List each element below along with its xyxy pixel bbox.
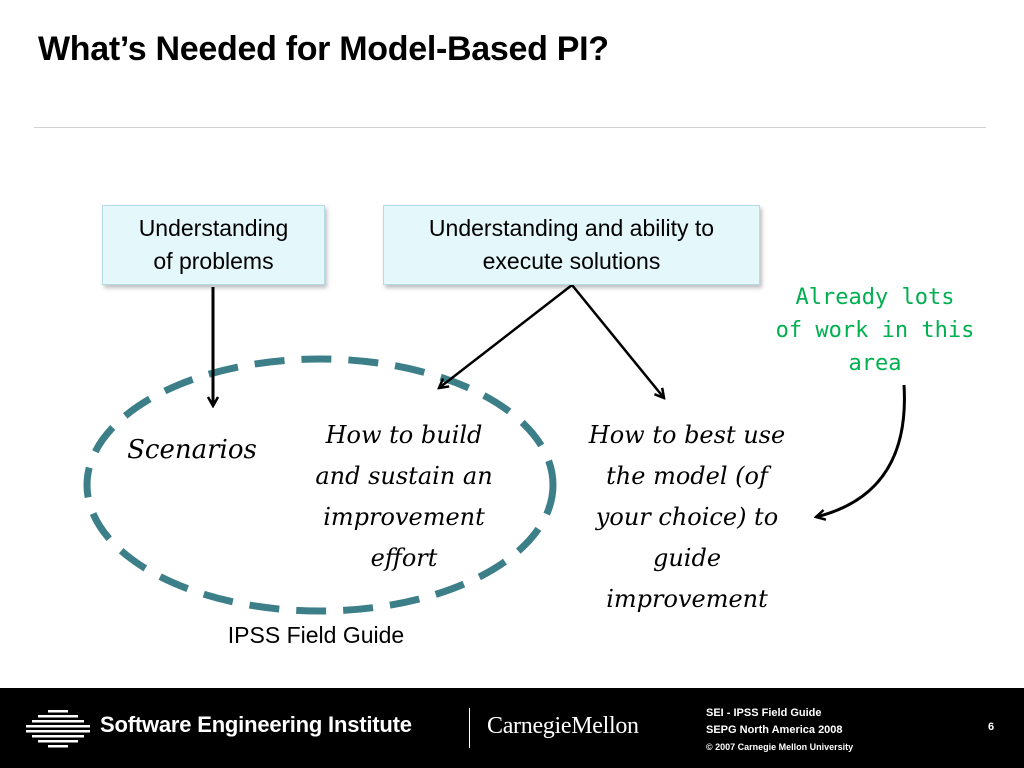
- slide-title: What’s Needed for Model-Based PI?: [38, 30, 609, 68]
- footer-bar: Software Engineering Institute CarnegieM…: [0, 688, 1024, 768]
- best-use-line4: guide: [652, 544, 722, 572]
- already-note-line3: area: [848, 351, 902, 376]
- already-note-line1: Already lots: [795, 285, 955, 310]
- box-problems-line1: Understanding: [138, 215, 289, 241]
- best-use-model-text: How to best use the model (of your choic…: [567, 415, 807, 620]
- ipss-field-guide-caption: IPSS Field Guide: [227, 622, 405, 648]
- already-lots-of-work-note: Already lots of work in this area: [770, 281, 980, 380]
- title-divider: [34, 127, 986, 128]
- best-use-line5: improvement: [606, 585, 768, 613]
- build-sustain-text: How to build and sustain an improvement …: [282, 415, 526, 579]
- sei-logo-icon: [26, 710, 90, 748]
- understanding-problems-box: Understanding of problems: [102, 205, 325, 285]
- already-note-line2: of work in this: [775, 318, 975, 343]
- ipss-field-guide-ellipse: [83, 355, 557, 615]
- best-use-line3: your choice) to: [595, 503, 779, 531]
- build-sustain-line1: How to build: [325, 421, 483, 449]
- box-solutions-line1: Understanding and ability to: [428, 215, 715, 241]
- page-number: 6: [988, 721, 995, 733]
- understanding-solutions-box: Understanding and ability to execute sol…: [383, 205, 760, 285]
- build-sustain-line4: effort: [370, 544, 438, 572]
- scenarios-label: Scenarios: [127, 435, 257, 465]
- box-problems-line2: of problems: [153, 248, 274, 274]
- footer-divider: [469, 708, 470, 748]
- footer-info-line1: SEI - IPSS Field Guide: [706, 707, 822, 719]
- best-use-line2: the model (of: [606, 462, 768, 490]
- diagram-connectors: [83, 284, 906, 615]
- solutions-to-build-arrow: [439, 284, 573, 388]
- build-sustain-line2: and sustain an: [315, 462, 493, 490]
- already-note-arrow: [816, 384, 906, 517]
- build-sustain-line3: improvement: [323, 503, 485, 531]
- footer-copyright: © 2007 Carnegie Mellon University: [706, 742, 854, 752]
- box-solutions-line2: execute solutions: [482, 248, 661, 274]
- sei-name-logo: Software Engineering Institute: [100, 712, 412, 737]
- solutions-to-bestuse-arrow: [571, 284, 664, 398]
- footer-info-line2: SEPG North America 2008: [706, 724, 843, 736]
- best-use-line1: How to best use: [588, 421, 786, 449]
- carnegie-mellon-logo: CarnegieMellon: [487, 713, 639, 739]
- footer-info: SEI - IPSS Field Guide SEPG North Americ…: [706, 705, 853, 756]
